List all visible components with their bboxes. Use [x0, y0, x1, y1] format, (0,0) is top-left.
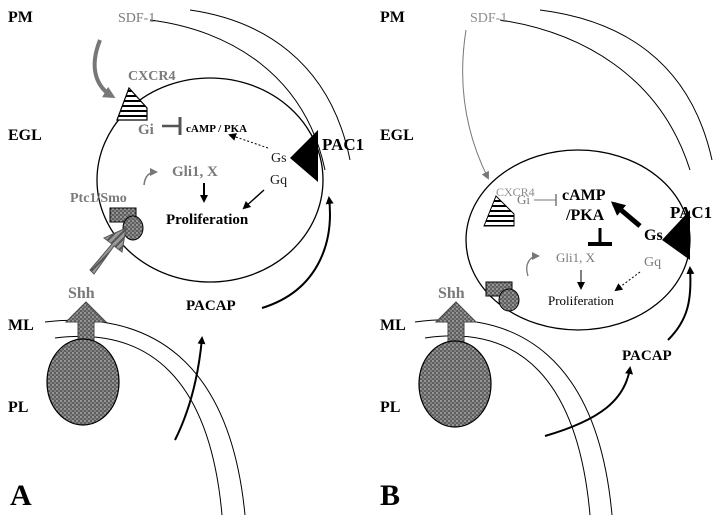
pial-membrane-outer — [539, 9, 713, 161]
sdf1-arrow — [92, 39, 116, 98]
layer-label-pm: PM — [380, 9, 405, 26]
layer-label-egl: EGL — [8, 127, 42, 144]
shh-label: Shh — [438, 285, 465, 302]
pac1-receptor-icon — [290, 130, 318, 182]
gi-label: Gi — [138, 122, 154, 138]
pacap-label: PACAP — [186, 298, 236, 314]
purkinje-cell — [418, 340, 492, 428]
layer-label-pl: PL — [380, 399, 400, 416]
cxcr4-receptor-icon — [483, 195, 515, 227]
pac1-label: PAC1 — [322, 135, 364, 154]
gq-label: Gq — [270, 173, 287, 188]
layer-label-pm: PM — [8, 9, 33, 26]
pka-label: /PKA — [565, 207, 605, 224]
layer-label-pl: PL — [8, 399, 28, 416]
proliferation-label: Proliferation — [548, 293, 614, 308]
pac1-receptor-icon — [662, 210, 690, 260]
layer-label-egl: EGL — [380, 127, 414, 144]
pacap-to-pac1-arrow — [261, 196, 334, 309]
cxcr4-label: CXCR4 — [496, 185, 535, 199]
proliferation-label: Proliferation — [166, 212, 249, 228]
panel-label-a: A — [10, 479, 32, 512]
pacap-to-pac1-arrow — [667, 266, 695, 341]
gs-label: Gs — [271, 151, 287, 166]
gq-to-proliferation-arrow — [242, 189, 265, 210]
pial-membrane-outer — [189, 9, 351, 161]
pial-membrane-inner — [499, 19, 691, 171]
smo-receptor-icon — [498, 288, 520, 312]
pacap-source-arrow — [174, 336, 206, 441]
panel-a: PM EGL ML PL SDF-1 CXCR4 Gi cAMP / PKA G… — [8, 9, 364, 516]
ptc1smo-label: Ptc1/Smo — [70, 191, 127, 206]
gli1x-label: Gli1, X — [172, 164, 218, 180]
gi-label: Gi — [517, 192, 530, 207]
granule-cell — [96, 77, 324, 283]
purkinje-cell — [46, 338, 120, 426]
pacap-label: PACAP — [622, 348, 672, 364]
panel-label-b: B — [380, 479, 400, 512]
shh-binding-arrow — [89, 227, 127, 275]
shh-secretion-arrow — [434, 301, 478, 345]
gs-to-camp-arrow — [610, 201, 642, 228]
sdf1-arrow — [462, 29, 489, 180]
pac1-label: PAC1 — [670, 203, 712, 222]
ptc1smo-to-gli1-arrow — [143, 168, 158, 186]
gq-to-proliferation-arrow — [614, 271, 641, 292]
gq-label: Gq — [644, 255, 661, 270]
shh-label: Shh — [68, 285, 95, 302]
sdf1-label: SDF-1 — [118, 11, 155, 26]
panel-b: PM EGL ML PL SDF-1 CXCR4 Gi cAMP /PKA Gs… — [380, 9, 713, 516]
smo-receptor-icon — [122, 215, 144, 241]
cxcr4-label: CXCR4 — [128, 69, 175, 84]
camp-pka-label: cAMP / PKA — [186, 123, 247, 135]
cxcr4-receptor-icon — [116, 86, 148, 121]
pacap-source-arrow — [544, 366, 634, 437]
layer-label-ml: ML — [8, 317, 34, 334]
gs-label: Gs — [644, 227, 663, 244]
pial-membrane-inner — [149, 19, 326, 171]
layer-label-ml: ML — [380, 317, 406, 334]
gli1x-label: Gli1, X — [556, 250, 596, 265]
ptc1smo-to-gli1-arrow — [526, 252, 540, 277]
gs-to-camp-arrow — [228, 133, 269, 149]
sdf1-label: SDF-1 — [470, 11, 507, 26]
camp-label: cAMP — [562, 187, 606, 204]
